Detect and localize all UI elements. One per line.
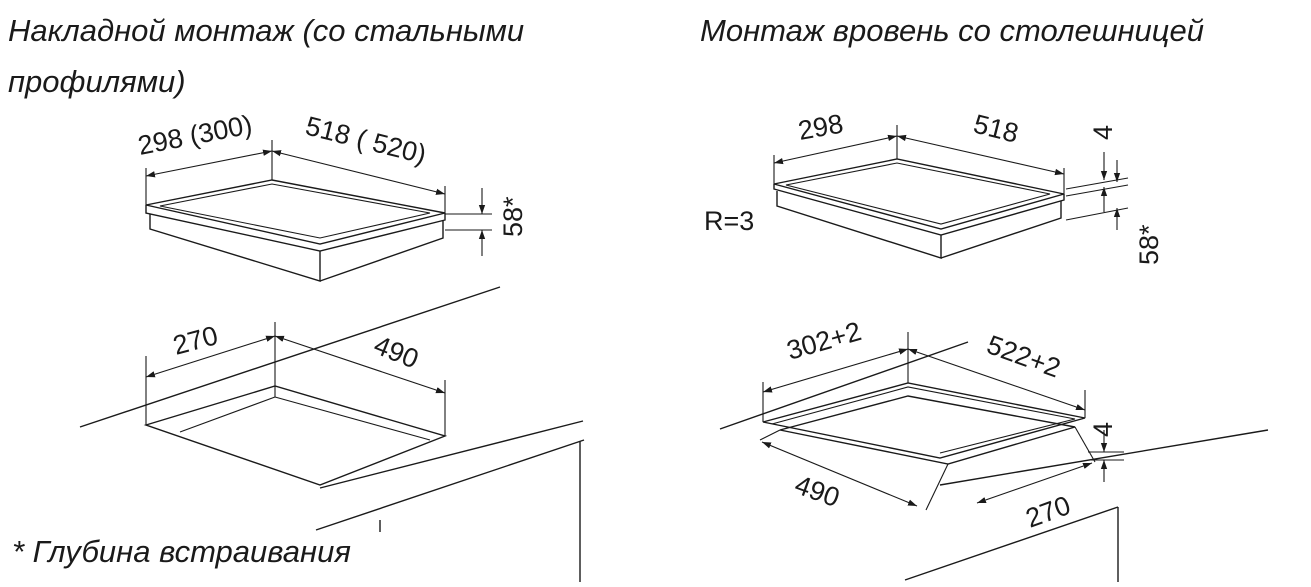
left-countertop-drawing [79, 286, 585, 582]
left-title-line-2: профилями) [8, 64, 186, 99]
right-hob-dimensions [773, 125, 1129, 230]
right-cutout-dimensions [759, 332, 1124, 511]
left-hob-depth-label: 518 ( 520) [303, 111, 430, 170]
right-hob-frame-label: 4 [1088, 125, 1118, 140]
left-hob-dimensions [145, 140, 492, 256]
left-title-line-1: Накладной монтаж (со стальными [8, 13, 524, 48]
left-cutout-dimensions [145, 322, 446, 436]
left-hob-height-label: 58* [498, 196, 528, 237]
left-cutout-width-label: 270 [170, 320, 221, 361]
right-hob-depth-label: 518 [971, 109, 1022, 149]
left-cutout-depth-label: 490 [370, 330, 423, 375]
footnote: * Глубина встраивания [12, 534, 351, 569]
left-hob-drawing [145, 179, 446, 282]
right-cutout-step-label: 4 [1088, 422, 1118, 437]
right-hob-radius-label: R=3 [704, 206, 754, 236]
right-cutout-inner-depth-label: 490 [791, 469, 844, 513]
right-hob-drawing [773, 158, 1065, 259]
left-hob-width-label: 298 (300) [135, 109, 254, 161]
right-hob-height-label: 58* [1134, 224, 1164, 265]
right-cutout-inner-width-label: 270 [1022, 490, 1075, 534]
right-cutout-depth-label: 522+2 [983, 329, 1065, 383]
right-countertop-drawing [719, 341, 1269, 582]
right-hob-width-label: 298 [796, 109, 846, 146]
right-cutout-width-label: 302+2 [783, 316, 864, 366]
right-title: Монтаж вровень со столешницей [700, 13, 1204, 48]
